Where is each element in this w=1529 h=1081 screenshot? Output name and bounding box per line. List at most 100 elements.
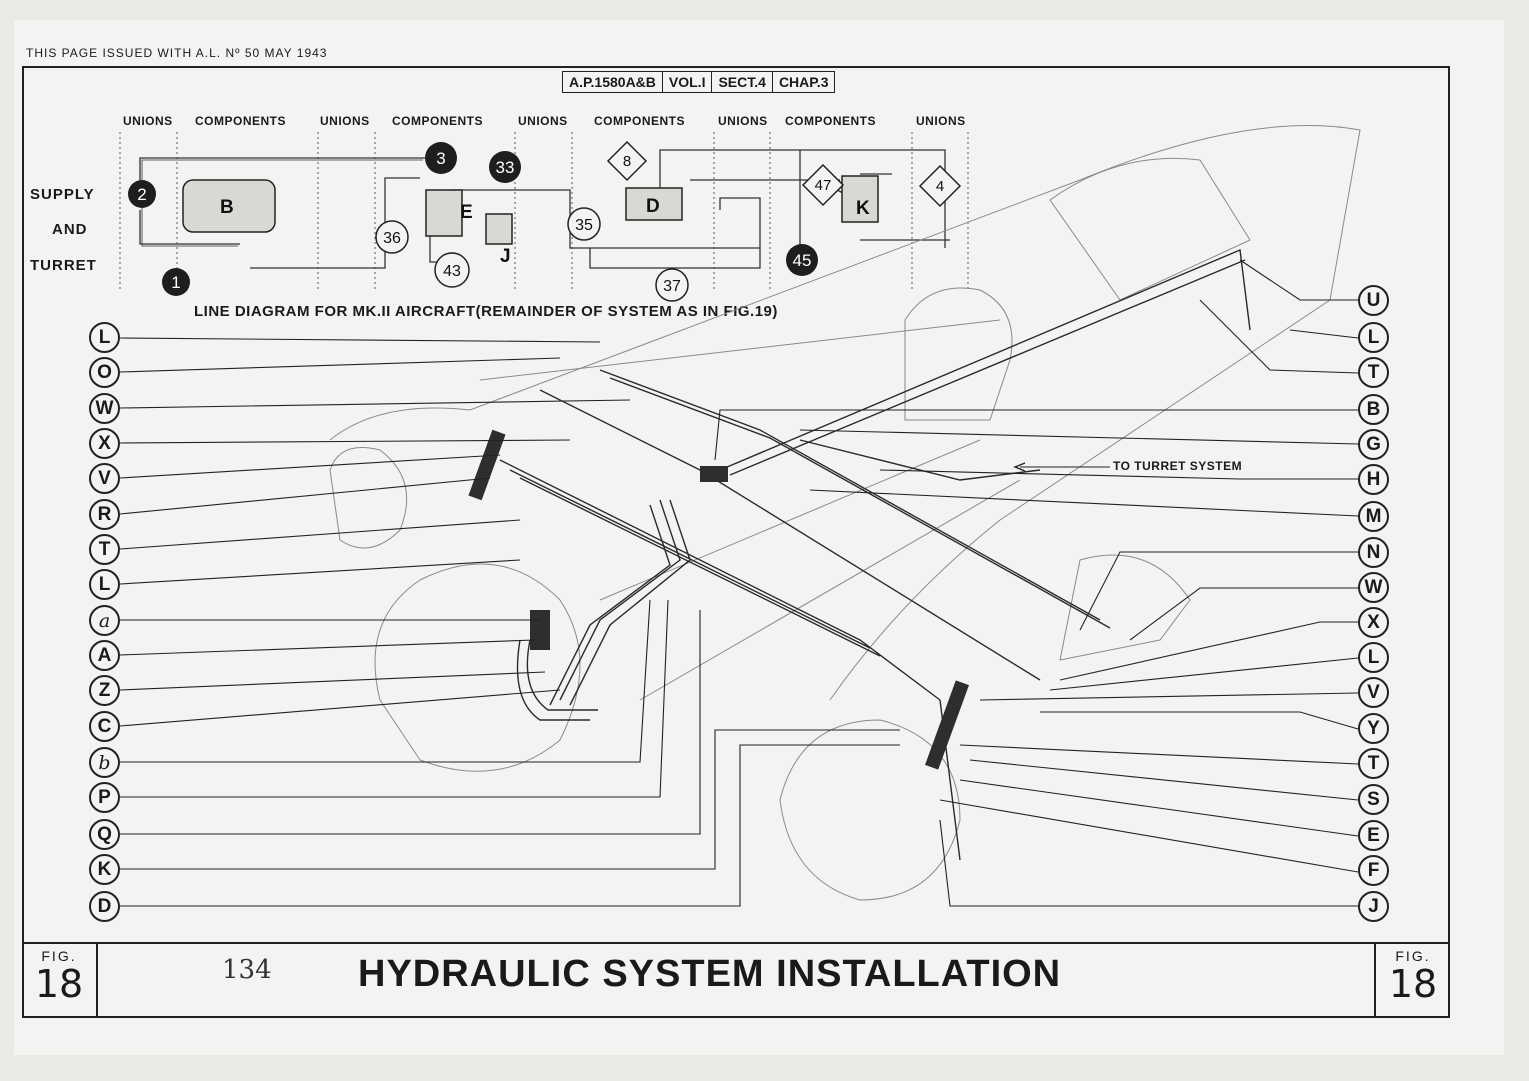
- component-d-selector: [625, 187, 683, 221]
- callout-left-p: P: [89, 782, 120, 813]
- undercarriage-jack-left: [468, 429, 506, 501]
- union-diamond-label-47: 47: [815, 177, 832, 194]
- component-k-valve: [841, 175, 879, 223]
- callout-left-a-lower: a: [89, 605, 120, 636]
- callout-right-w: W: [1358, 572, 1389, 603]
- union-label-45: 45: [793, 251, 812, 270]
- component-label-d: D: [646, 196, 660, 217]
- component-label-j: J: [500, 246, 511, 267]
- callout-right-y: Y: [1358, 713, 1389, 744]
- callout-left-l-2: L: [89, 569, 120, 600]
- callout-right-u: U: [1358, 285, 1389, 316]
- drawing-frame: [22, 66, 1450, 1018]
- callout-right-n: N: [1358, 537, 1389, 568]
- header-components-1: COMPONENTS: [195, 114, 287, 128]
- reference-block: A.P.1580A&B VOL.I SECT.4 CHAP.3: [562, 71, 836, 93]
- component-label-k: K: [856, 198, 870, 219]
- side-label-turret: TURRET: [30, 257, 97, 274]
- component-e-valve: [425, 189, 463, 237]
- callout-right-h: H: [1358, 464, 1389, 495]
- callout-left-q: Q: [89, 819, 120, 850]
- callout-left-d: D: [89, 891, 120, 922]
- fig-number-right: 18: [1388, 962, 1438, 1006]
- callout-right-g: G: [1358, 429, 1389, 460]
- callout-left-w: W: [89, 393, 120, 424]
- component-j-filter: [485, 213, 513, 245]
- callout-right-j: J: [1358, 891, 1389, 922]
- callout-left-v: V: [89, 463, 120, 494]
- callout-right-v: V: [1358, 677, 1389, 708]
- header-unions-3: UNIONS: [518, 114, 568, 128]
- callout-right-e: E: [1358, 820, 1389, 851]
- callout-right-t-2: T: [1358, 748, 1389, 779]
- fig-box-right: FIG. 18: [1374, 942, 1450, 1018]
- component-label-b: B: [220, 197, 234, 218]
- selector-valve-block: [530, 610, 550, 650]
- header-components-3: COMPONENTS: [594, 114, 686, 128]
- title-strip: [22, 942, 1450, 1020]
- header-unions-2: UNIONS: [320, 114, 370, 128]
- union-circle-37: [655, 268, 689, 302]
- union-marker-45: [786, 244, 818, 276]
- ref-chapter: CHAP.3: [771, 72, 835, 92]
- union-marker-2: [128, 180, 156, 208]
- callout-left-r: R: [89, 499, 120, 530]
- callout-left-t: T: [89, 534, 120, 565]
- page-number: 134: [222, 955, 272, 985]
- issue-note: THIS PAGE ISSUED WITH A.L. Nº 50 MAY 194…: [26, 46, 328, 60]
- callout-left-c: C: [89, 711, 120, 742]
- callout-left-b-lower: b: [89, 747, 120, 778]
- callout-right-m: M: [1358, 501, 1389, 532]
- callout-right-f: F: [1358, 855, 1389, 886]
- union-diamond-label-4: 4: [936, 178, 944, 195]
- line-diagram-title: LINE DIAGRAM FOR MK.II AIRCRAFT(REMAINDE…: [194, 303, 778, 320]
- fig-box-left: FIG. 18: [22, 942, 98, 1018]
- union-marker-1: [162, 268, 190, 296]
- union-label-1: 1: [171, 273, 180, 292]
- union-diamond-8: [606, 140, 648, 182]
- callout-right-l-1: L: [1358, 322, 1389, 353]
- component-b-reservoir: [182, 179, 276, 233]
- callout-right-s: S: [1358, 784, 1389, 815]
- side-label-and: AND: [52, 221, 88, 238]
- union-circle-label-37: 37: [663, 278, 681, 295]
- ref-volume: VOL.I: [661, 72, 712, 92]
- side-label-supply: SUPPLY: [30, 186, 95, 203]
- header-components-2: COMPONENTS: [392, 114, 484, 128]
- ref-section: SECT.4: [711, 72, 771, 92]
- reservoir-unit: [700, 466, 728, 482]
- union-label-2: 2: [137, 185, 146, 204]
- header-unions-4: UNIONS: [718, 114, 768, 128]
- callout-left-o: O: [89, 357, 120, 388]
- callout-right-b: B: [1358, 394, 1389, 425]
- callout-left-x: X: [89, 428, 120, 459]
- fig-label-left: FIG.: [41, 948, 77, 964]
- union-diamond-47: [801, 163, 845, 207]
- callout-right-l-2: L: [1358, 642, 1389, 673]
- to-turret-system-label: TO TURRET SYSTEM: [1113, 459, 1243, 473]
- callout-right-t-1: T: [1358, 357, 1389, 388]
- ref-publication: A.P.1580A&B: [569, 74, 656, 90]
- union-circle-35: [567, 207, 601, 241]
- header-unions-5: UNIONS: [916, 114, 966, 128]
- callout-left-k: K: [89, 854, 120, 885]
- callout-left-z: Z: [89, 675, 120, 706]
- union-circle-label-36: 36: [383, 230, 401, 247]
- header-unions-1: UNIONS: [123, 114, 173, 128]
- callout-left-l-1: L: [89, 322, 120, 353]
- union-marker-33: [489, 151, 521, 183]
- union-circle-label-43: 43: [443, 263, 461, 280]
- union-circle-36: [375, 220, 409, 254]
- union-marker-3: [425, 142, 457, 174]
- figure-title: HYDRAULIC SYSTEM INSTALLATION: [358, 953, 1062, 995]
- component-label-e: E: [460, 202, 473, 223]
- fig-label-right: FIG.: [1395, 948, 1431, 964]
- union-circle-label-35: 35: [575, 217, 593, 234]
- undercarriage-jack-right: [925, 680, 969, 770]
- fig-number-left: 18: [34, 962, 84, 1006]
- union-diamond-4: [918, 164, 962, 208]
- union-label-3: 3: [436, 149, 445, 168]
- union-diamond-label-8: 8: [623, 153, 631, 170]
- header-components-4: COMPONENTS: [785, 114, 877, 128]
